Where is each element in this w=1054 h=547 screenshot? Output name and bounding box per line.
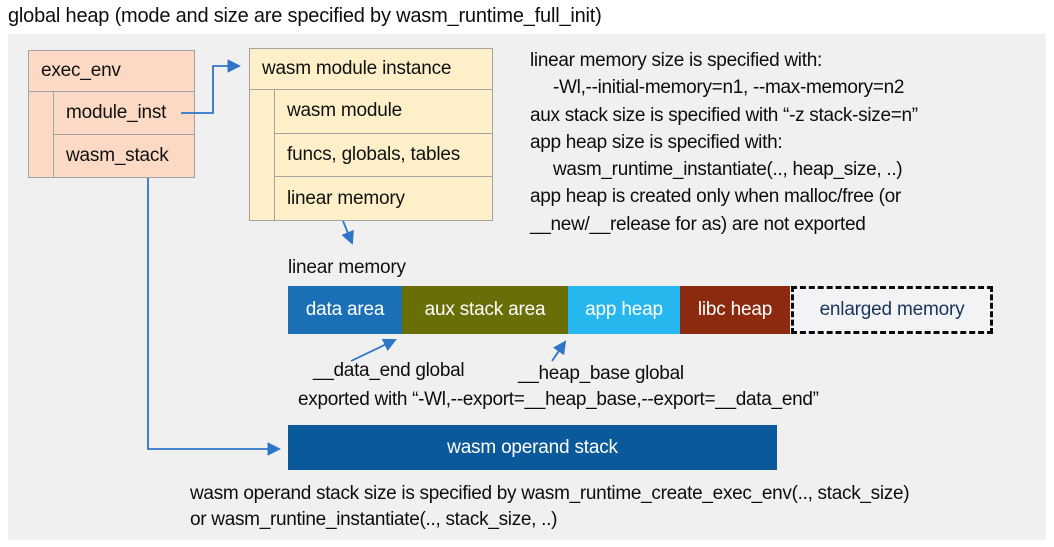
exported-with-label: exported with “-Wl,--export=__heap_base,… [298, 389, 819, 410]
wasm-module-instance-title: wasm module instance [250, 49, 492, 90]
info-line: app heap is created only when malloc/fre… [530, 186, 901, 208]
wasm-module-instance-box: wasm module instance wasm module funcs, … [249, 48, 493, 221]
linear-memory-label: linear memory [288, 257, 406, 278]
instance-row-linear-memory: linear memory [274, 176, 492, 221]
instance-row-wasm-module: wasm module [274, 90, 492, 133]
memory-segment-aux-stack-area: aux stack area [402, 286, 568, 334]
info-line: linear memory size is specified with: [530, 50, 822, 71]
info-line: -Wl,--initial-memory=n1, --max-memory=n2 [553, 77, 905, 99]
exec-env-row-module-inst: module_inst [53, 92, 194, 134]
exec-env-title: exec_env [29, 51, 194, 92]
page-title: global heap (mode and size are specified… [8, 5, 602, 27]
info-line: aux stack size is specified with “-z sta… [530, 104, 918, 126]
wasm-operand-stack-bar: wasm operand stack [288, 425, 777, 470]
info-line: __new/__release for as) are not exported [530, 213, 866, 235]
operand-stack-size-note: wasm operand stack size is specified by … [190, 481, 910, 532]
exec-env-box: exec_env module_inst wasm_stack [28, 50, 195, 178]
memory-segment-libc-heap: libc heap [680, 286, 790, 334]
memory-size-info-text: linear memory size is specified with: -W… [530, 47, 918, 238]
memory-segment-app-heap: app heap [568, 286, 680, 334]
footer-line-1: wasm operand stack size is specified by … [190, 483, 910, 504]
data-end-global-label: __data_end global [313, 360, 465, 381]
memory-segment-enlarged-memory: enlarged memory [791, 286, 993, 334]
info-line: wasm_runtime_instantiate(.., heap_size, … [553, 159, 903, 181]
footer-line-2: or wasm_runtine_instantiate(.., stack_si… [190, 508, 558, 530]
memory-segment-data-area: data area [288, 286, 402, 334]
wasm-module-instance-rows: wasm module funcs, globals, tables linea… [274, 90, 492, 221]
exec-env-row-wasm-stack: wasm_stack [53, 134, 194, 177]
instance-row-funcs-globals-tables: funcs, globals, tables [274, 132, 492, 177]
heap-base-global-label: __heap_base global [518, 363, 684, 384]
info-line: app heap size is specified with: [530, 131, 783, 153]
exec-env-rows: module_inst wasm_stack [53, 92, 194, 177]
